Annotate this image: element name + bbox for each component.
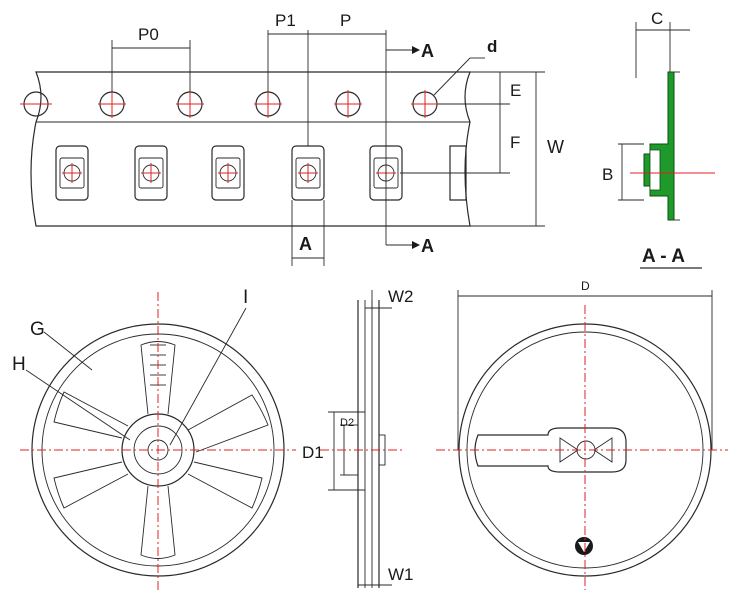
label-d1: D1	[302, 443, 324, 462]
reel-front-view: G H I	[12, 287, 296, 590]
sprocket-hole	[23, 91, 438, 117]
label-p: P	[340, 11, 351, 30]
label-w1: W1	[388, 565, 414, 584]
label-D: D	[581, 279, 590, 293]
label-p1: P1	[275, 11, 296, 30]
carrier-tape: P0 P1 P A A d E F W A	[20, 11, 564, 266]
label-g: G	[30, 319, 45, 340]
reel-back-view: D	[436, 279, 728, 590]
label-pocket-a: A	[299, 234, 312, 254]
label-h: H	[12, 354, 26, 375]
label-w2: W2	[388, 287, 414, 306]
label-f: F	[510, 133, 520, 152]
label-d: d	[487, 37, 497, 56]
label-b: B	[602, 165, 613, 184]
label-c: C	[651, 9, 663, 28]
reel-side-view: D1 D2 W2 W1	[302, 287, 414, 588]
section-title: A - A	[642, 246, 685, 267]
label-d2: D2	[340, 417, 354, 429]
section-view: C B A - A	[602, 9, 715, 269]
label-i: I	[243, 287, 248, 308]
reel-window	[53, 341, 269, 559]
label-w: W	[547, 137, 564, 157]
label-e: E	[510, 81, 521, 100]
label-p0: P0	[138, 25, 159, 44]
section-arrow-top: A	[421, 41, 434, 61]
section-arrow-bottom: A	[421, 236, 434, 256]
